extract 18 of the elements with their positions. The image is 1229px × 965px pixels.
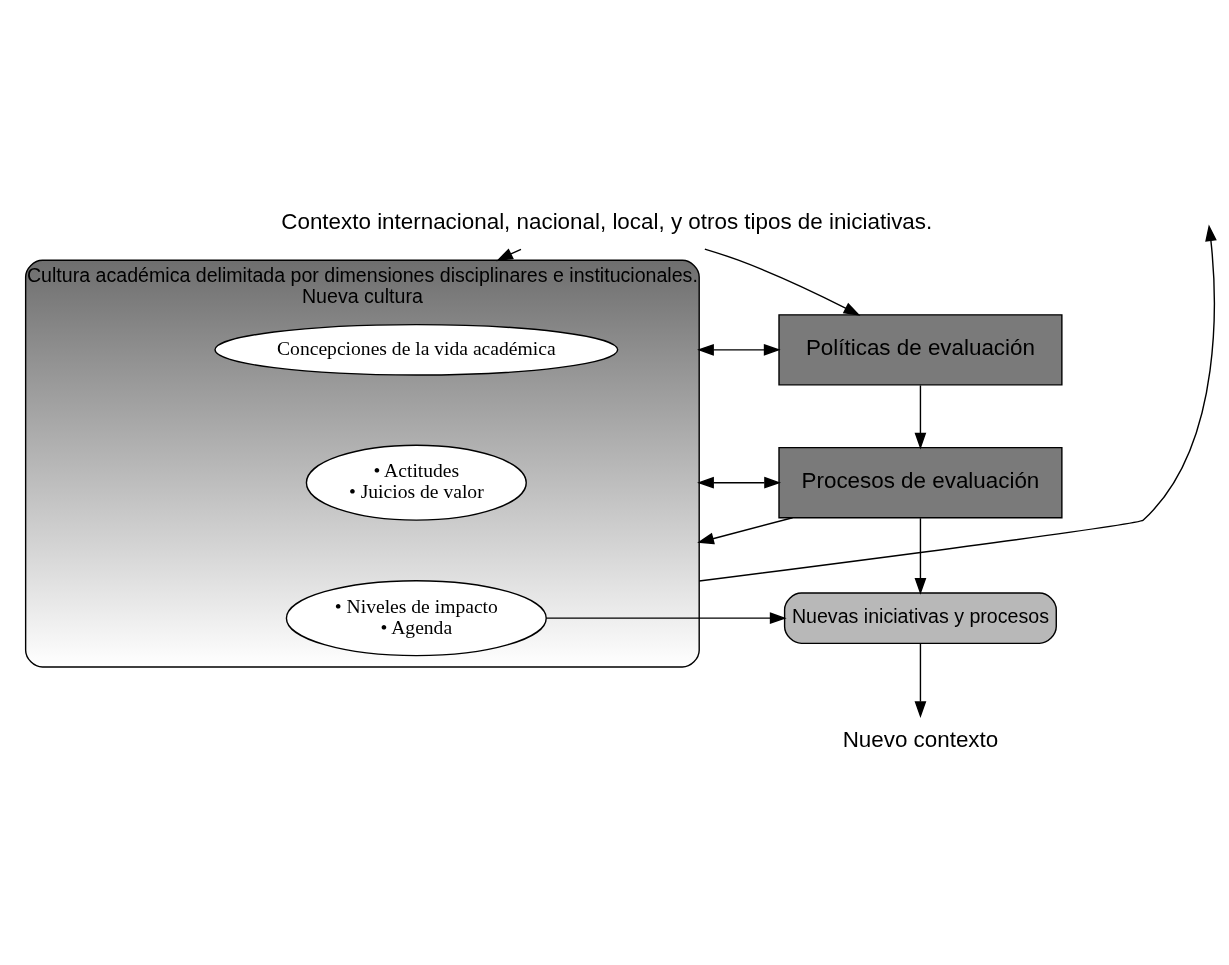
arrow [697, 476, 782, 489]
arrow [496, 248, 522, 262]
node-box: Políticas de evaluación [778, 314, 1063, 386]
arrow [697, 343, 781, 356]
arrow [914, 643, 927, 718]
arrow [704, 248, 861, 316]
node-box: Nuevas iniciativas y procesos [783, 592, 1057, 645]
node-text: Nuevo contexto [842, 726, 999, 752]
arrow [698, 224, 1217, 582]
node-box: Procesos de evaluación [778, 446, 1063, 519]
node-ellipse: • Actitudes • Juicios de valor [305, 444, 527, 521]
arrow [697, 517, 794, 545]
arrow [914, 517, 927, 595]
node-text: Contexto internacional, nacional, local, y otros tipos de iniciativas. [281, 209, 933, 235]
node-ellipse: Concepciones de la vida académica [214, 323, 619, 376]
node-ellipse: • Niveles de impacto • Agenda [285, 580, 547, 657]
arrow [914, 384, 927, 450]
arrow [545, 612, 787, 625]
